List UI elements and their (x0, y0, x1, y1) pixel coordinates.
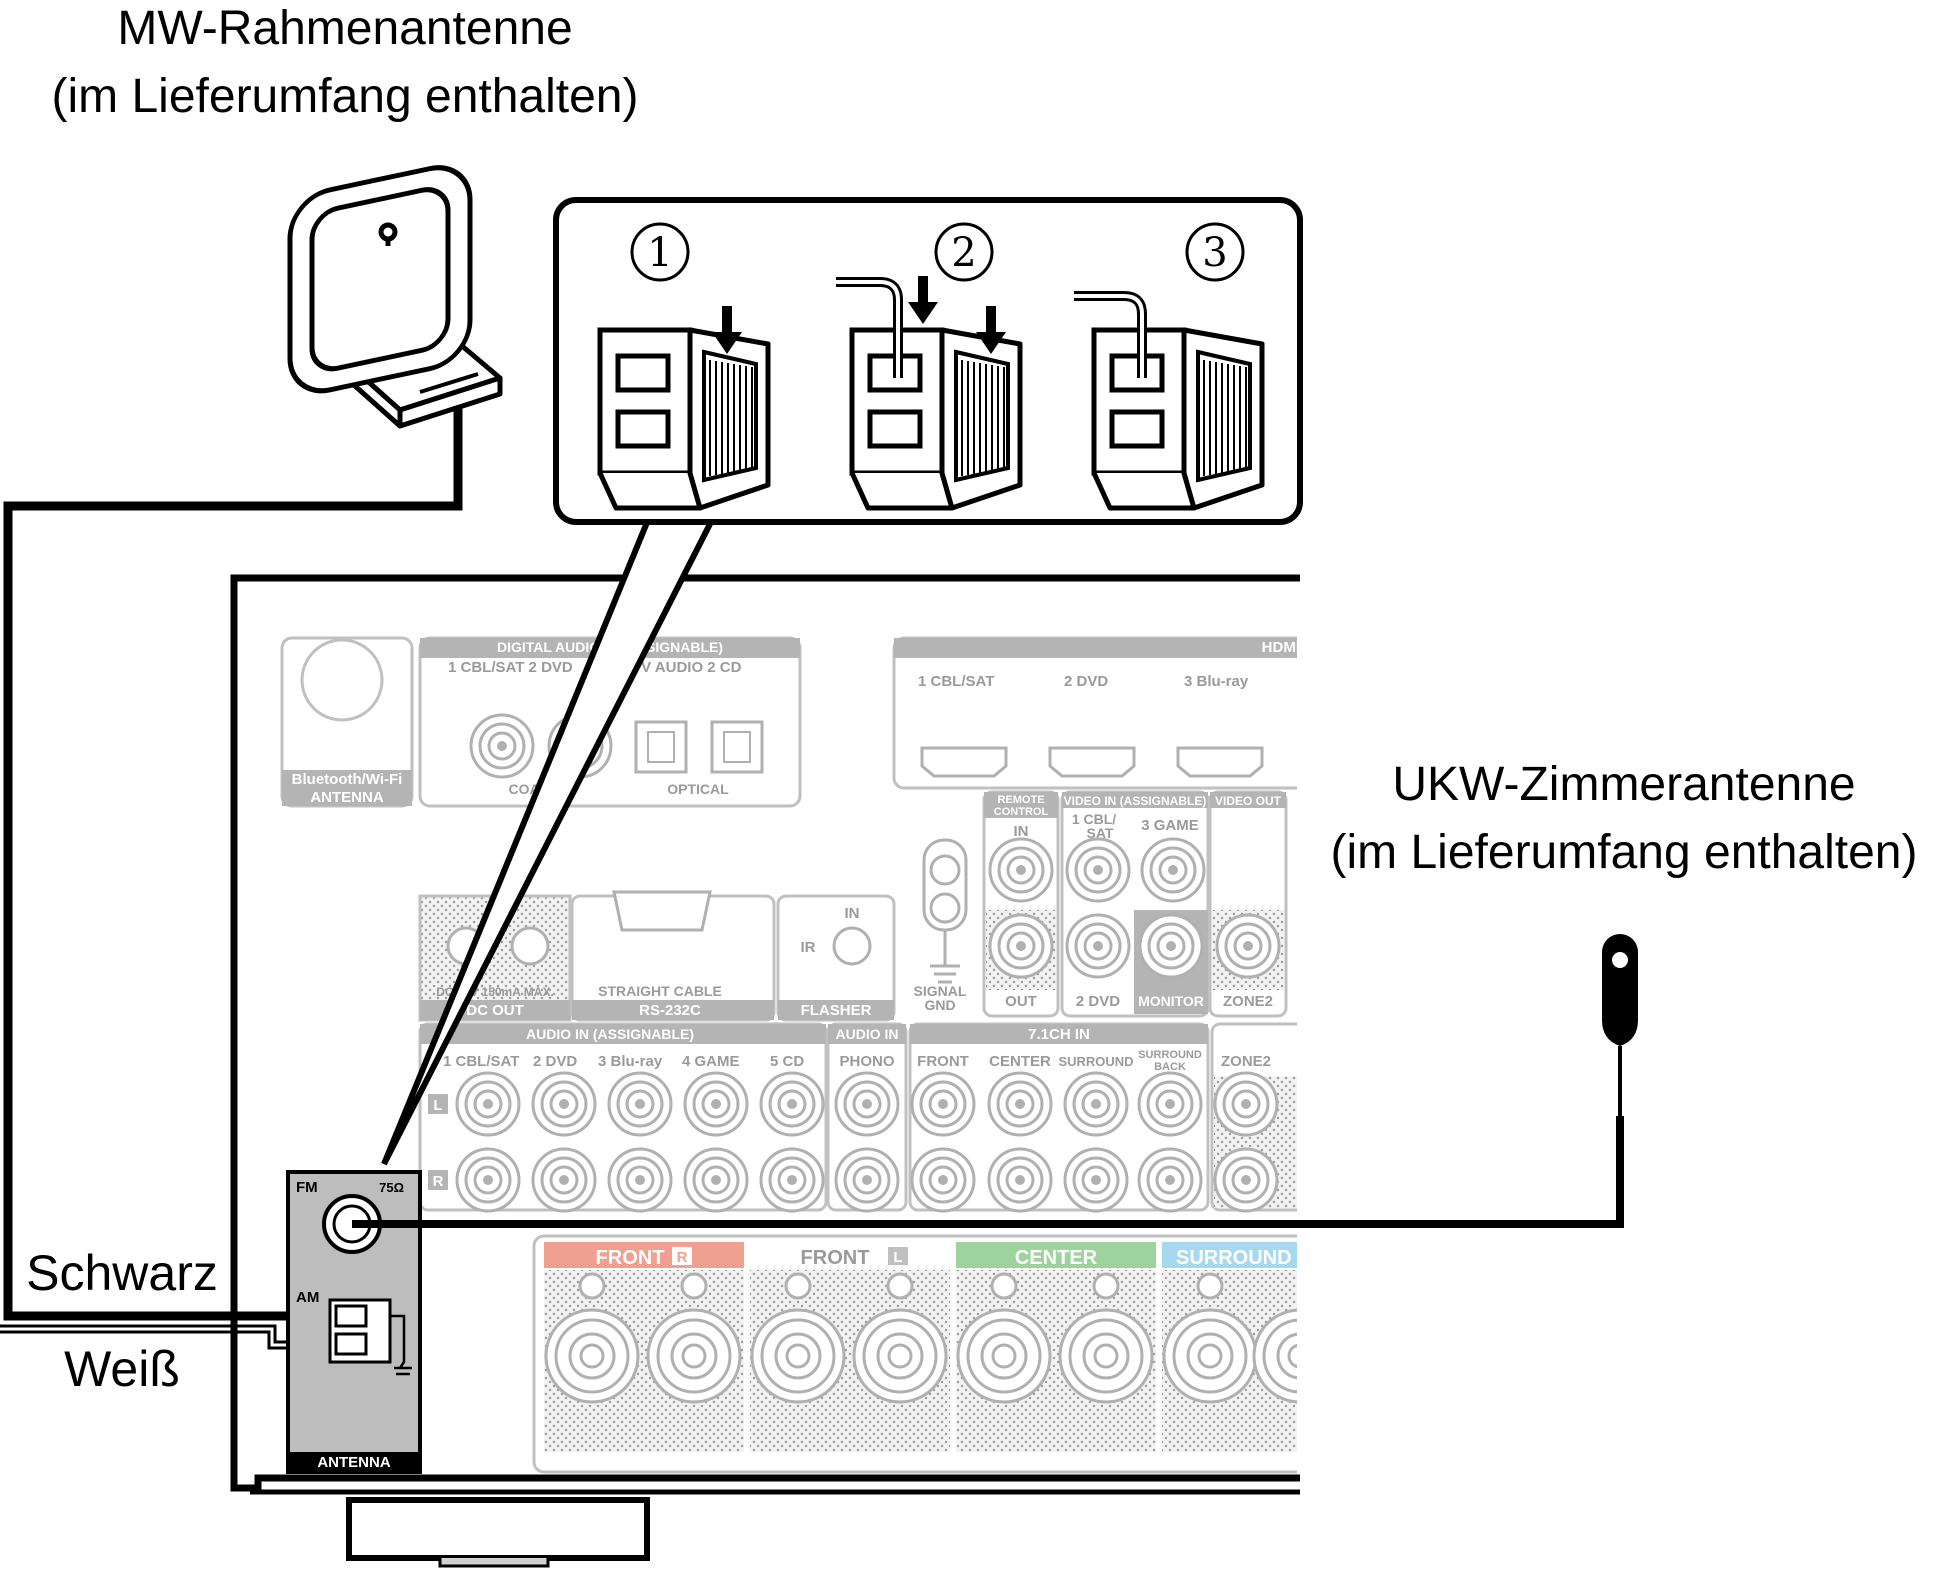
flasher-in-label: IN (845, 905, 860, 922)
speaker-front-r-label: FRONT (596, 1247, 665, 1269)
ohm-label: 75Ω (379, 1180, 404, 1195)
am-antenna-title: MW-Rahmenantenne (117, 2, 572, 55)
video-cbl-label-2: SAT (1087, 825, 1114, 841)
receiver-foot (346, 1497, 650, 1561)
hdmi-header: HDMI (1262, 639, 1300, 656)
fm-antenna-title: UKW-Zimmerantenne (1392, 758, 1855, 811)
rs232c-label: RS-232C (639, 1002, 701, 1019)
white-wire-label: Weiß (64, 1341, 180, 1397)
step-1: 1 (630, 222, 690, 282)
audio-input-2: 2 DVD (533, 1053, 577, 1070)
flasher-label: FLASHER (801, 1002, 872, 1019)
am-loop-antenna-icon (287, 165, 503, 429)
hdmi-input-3: 3 Blu-ray (1184, 673, 1249, 690)
terminal-step-3 (1094, 330, 1262, 508)
speaker-front-l-label: FRONT (801, 1247, 870, 1269)
antenna-block-label: ANTENNA (317, 1454, 390, 1471)
step-3-number: 3 (1202, 230, 1227, 276)
step-1-number: 1 (647, 230, 672, 276)
fm-antenna-wire (352, 1116, 1624, 1228)
step-2: 2 (934, 222, 994, 282)
am-antenna-subtitle: (im Lieferumfang enthalten) (52, 70, 639, 123)
ch71-front-label: FRONT (917, 1053, 969, 1070)
audio-input-3: 3 Blu-ray (598, 1053, 663, 1070)
antenna-terminal-block: ANTENNA FM 75Ω AM (286, 1170, 422, 1474)
video-game-label: 3 GAME (1141, 817, 1199, 834)
remote-out-label: OUT (1005, 993, 1037, 1010)
optical-label: OPTICAL (667, 781, 729, 797)
lr-right-label: R (433, 1173, 444, 1190)
callout-pointer (381, 518, 715, 1166)
speaker-center-label: CENTER (1015, 1247, 1098, 1269)
hdmi-input-1: 1 CBL/SAT (918, 673, 994, 690)
ch71-center-label: CENTER (989, 1053, 1051, 1070)
step-3: 3 (1185, 222, 1245, 282)
bt-antenna-label-2: ANTENNA (310, 789, 383, 806)
am-black-wire (3, 406, 463, 1321)
fm-antenna-subtitle: (im Lieferumfang enthalten) (1331, 826, 1918, 879)
audio-input-4: 4 GAME (682, 1053, 740, 1070)
flasher-ir-label: IR (801, 939, 816, 956)
step-2-number: 2 (951, 230, 976, 276)
audio-input-5: 5 CD (770, 1053, 804, 1070)
video-dvd-label: 2 DVD (1076, 993, 1120, 1010)
remote-in-label: IN (1014, 823, 1029, 840)
ch71-surround-back-label: SURROUND (1138, 1049, 1202, 1061)
optical-inputs-label: TV AUDIO 2 CD (632, 659, 742, 676)
press-arrow-icon (712, 276, 1006, 354)
hdmi-input-2: 2 DVD (1064, 673, 1108, 690)
fm-label: FM (296, 1179, 318, 1196)
signal-gnd-label: SIGNAL (914, 983, 967, 999)
speakers-label: SPEAKERS (1258, 1455, 1335, 1471)
speaker-front-l-channel: L (893, 1249, 902, 1266)
signal-gnd-label-2: GND (924, 997, 955, 1013)
ch71-surround-back-label-2: BACK (1154, 1061, 1186, 1073)
speaker-surround-label: SURROUND (1176, 1247, 1292, 1269)
lr-left-label: L (433, 1097, 442, 1114)
receiver-rear-panel: Bluetooth/Wi-Fi ANTENNA DIGITAL AUDIO IN… (230, 574, 1335, 1568)
straight-cable-label: STRAIGHT CABLE (598, 983, 722, 999)
audio-input-1: 1 CBL/SAT (443, 1053, 519, 1070)
ch71-header: 7.1CH IN (1028, 1026, 1090, 1043)
terminal-step-2 (852, 330, 1020, 508)
coax-inputs-label: 1 CBL/SAT 2 DVD (448, 659, 573, 676)
audio-in-header: AUDIO IN (ASSIGNABLE) (526, 1026, 694, 1042)
audio-in-phono-header: AUDIO IN (836, 1026, 899, 1042)
am-label: AM (296, 1289, 319, 1306)
inserted-wire (836, 277, 1147, 378)
fm-indoor-antenna-icon (1602, 934, 1638, 1116)
remote-control-label: REMOTE (997, 794, 1044, 806)
remote-control-label-2: CONTROL (994, 806, 1049, 818)
bt-antenna-label: Bluetooth/Wi-Fi (292, 771, 403, 788)
terminal-step-1 (600, 330, 768, 508)
ch71-surround-label: SURROUND (1058, 1054, 1133, 1069)
video-out-label: VIDEO OUT (1215, 794, 1282, 808)
dc-out-label: DC OUT (466, 1002, 524, 1019)
zone2-out-label: ZONE2 (1221, 1053, 1271, 1070)
phono-label: PHONO (839, 1053, 894, 1070)
video-in-label: VIDEO IN (ASSIGNABLE) (1064, 794, 1207, 808)
black-wire-label: Schwarz (26, 1245, 218, 1301)
speaker-front-r-channel: R (677, 1249, 688, 1266)
video-cbl-label: 1 CBL/ (1072, 811, 1116, 827)
monitor-label: MONITOR (1138, 993, 1204, 1009)
zone2-video-label: ZONE2 (1223, 993, 1273, 1010)
